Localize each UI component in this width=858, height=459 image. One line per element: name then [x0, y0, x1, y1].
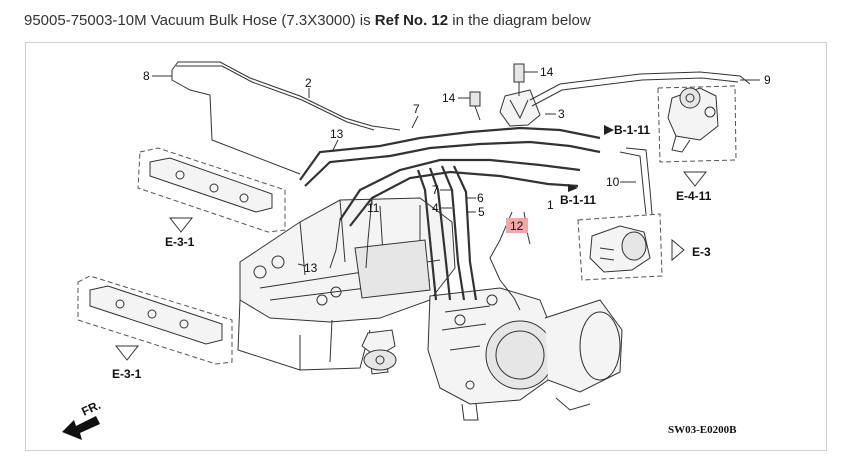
section-ref-b-1-11-mid: B-1-11: [560, 193, 596, 207]
callout-3: 3: [558, 107, 565, 121]
callout-1: 1: [547, 198, 554, 212]
callout-13-top: 13: [330, 127, 344, 141]
callout-12-highlighted: 12: [510, 219, 524, 233]
callout-14-right: 14: [540, 65, 554, 79]
section-ref-e-3-1-bottom: E-3-1: [112, 367, 142, 381]
callout-7-top: 7: [413, 102, 420, 116]
caption-prefix: 95005-75003-10M Vacuum Bulk Hose (7.3X30…: [24, 12, 375, 29]
callout-5: 5: [478, 205, 485, 219]
callout-10: 10: [606, 175, 620, 189]
mounting-bracket-3: [469, 63, 541, 127]
callout-leaders: [152, 71, 760, 267]
fuel-rail-upper-group: [137, 147, 286, 233]
fuel-pressure-regulator: [361, 329, 397, 375]
callout-14-left: 14: [442, 91, 456, 105]
throttle-body: [427, 287, 623, 421]
callout-11: 11: [367, 201, 380, 215]
front-direction-marker: FR.: [62, 398, 103, 440]
callout-13-lower: 13: [304, 261, 318, 275]
callout-9: 9: [764, 73, 771, 87]
caption-suffix: in the diagram below: [448, 12, 591, 29]
callout-8: 8: [143, 69, 150, 83]
front-label: FR.: [79, 398, 102, 419]
fuel-rail-lower-group: [77, 275, 233, 365]
hose-2-long-line: [171, 61, 401, 175]
drawing-code: SW03-E0200B: [668, 424, 737, 436]
callout-7-mid: 7: [432, 183, 439, 197]
hose-10: [619, 147, 653, 215]
callout-6: 6: [477, 191, 484, 205]
section-ref-e-3: E-3: [692, 245, 711, 259]
callout-4: 4: [432, 201, 439, 215]
section-arrows: [114, 125, 708, 361]
front-arrow-icon: [62, 416, 100, 440]
hose-9: [529, 71, 751, 107]
caption: 95005-75003-10M Vacuum Bulk Hose (7.3X30…: [24, 12, 591, 29]
ref-12-highlight-box: [506, 218, 528, 233]
section-ref-e-4-11: E-4-11: [676, 189, 712, 203]
section-ref-b-1-11-top: B-1-11: [614, 123, 650, 137]
vacuum-actuator-assembly: [577, 213, 663, 281]
intake-manifold: [237, 197, 456, 371]
caption-ref-number: Ref No. 12: [374, 12, 449, 29]
section-ref-e-3-1-top: E-3-1: [165, 235, 195, 249]
solenoid-valve-assembly: [657, 85, 737, 163]
callout-2: 2: [305, 76, 312, 90]
